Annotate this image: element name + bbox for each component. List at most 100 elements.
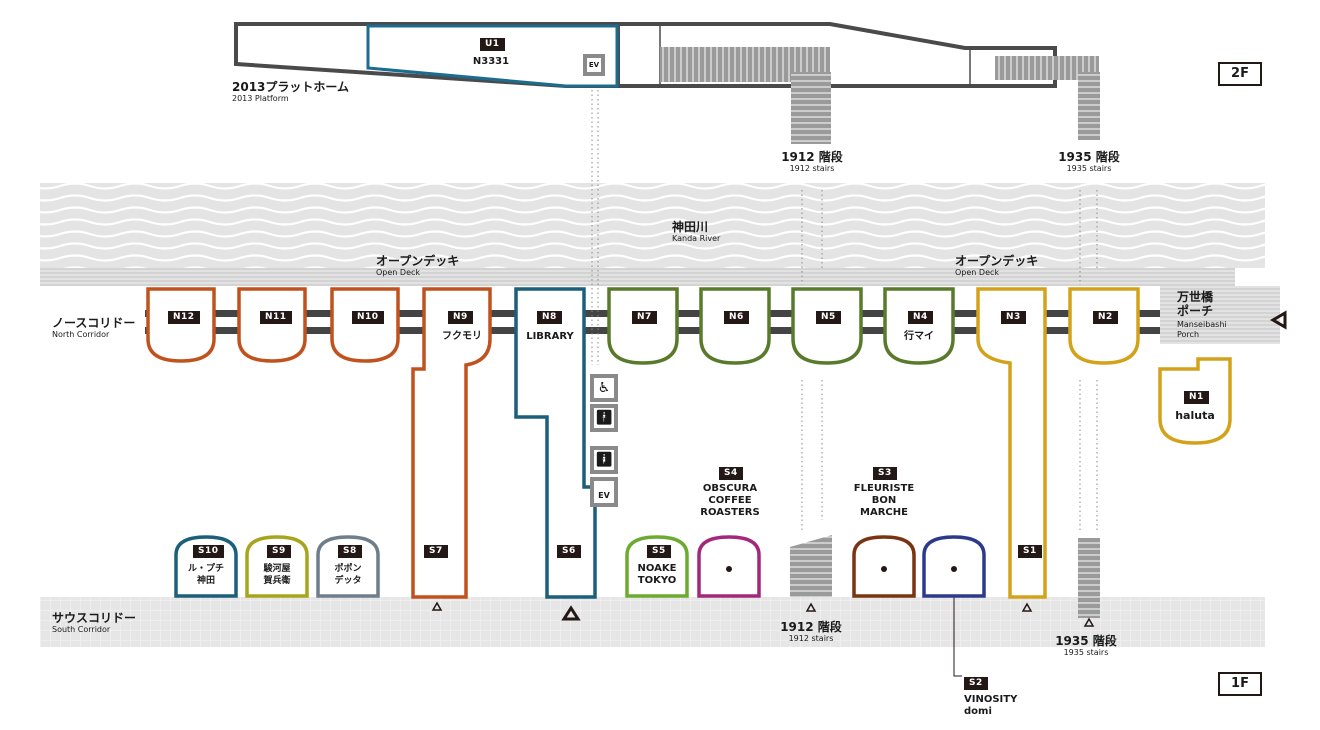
shop-s2-tag: S2 bbox=[964, 677, 988, 690]
shop-n11[interactable]: N11 bbox=[237, 287, 307, 363]
porch-jp-2: ポーチ bbox=[1177, 304, 1214, 318]
river-label: 神田川 Kanda River bbox=[672, 220, 720, 244]
open-deck-right-jp: オープンデッキ bbox=[955, 254, 1039, 268]
stairs-1935-lower-jp: 1935 階段 bbox=[1055, 634, 1117, 648]
shop-s4-label: S4 OBSCURA COFFEE ROASTERS bbox=[690, 460, 770, 519]
stairs-1912-upper-en: 1912 stairs bbox=[789, 164, 835, 173]
south-corridor-floor bbox=[40, 597, 1265, 647]
river-label-en: Kanda River bbox=[672, 234, 721, 243]
stairs-1935-lower-en: 1935 stairs bbox=[1063, 648, 1109, 657]
shop-s8-line1: ポポン bbox=[334, 564, 362, 574]
shop-n6-tag: N6 bbox=[724, 311, 749, 324]
shop-n10[interactable]: N10 bbox=[330, 287, 400, 363]
entrance-markers bbox=[431, 310, 1287, 627]
shop-n9-s7[interactable]: N9 フクモリ S7 bbox=[410, 287, 494, 600]
shop-s8-tag: S8 bbox=[338, 545, 362, 558]
shop-n9-name: フクモリ bbox=[442, 331, 482, 342]
platform-2013 bbox=[234, 22, 1057, 88]
shop-n4-tag: N4 bbox=[908, 311, 933, 324]
stairs-1912-lower-jp: 1912 階段 bbox=[780, 620, 842, 634]
s2-leader-line bbox=[953, 570, 962, 677]
womens-toilet-icon: 🚺︎ bbox=[590, 446, 618, 474]
stairs-1935-lower-shaft bbox=[1078, 538, 1100, 618]
porch-jp-1: 万世橋 bbox=[1177, 290, 1214, 304]
shop-n4-name: 行マイ bbox=[904, 331, 934, 342]
porch-en-2: Porch bbox=[1177, 330, 1200, 339]
shop-n10-tag: N10 bbox=[352, 311, 384, 324]
floor-1f-badge: 1F bbox=[1218, 672, 1262, 696]
shop-n7-tag: N7 bbox=[632, 311, 657, 324]
shop-s9-tag: S9 bbox=[267, 545, 291, 558]
shop-n1[interactable]: N1 haluta bbox=[1158, 357, 1232, 445]
shop-n12-tag: N12 bbox=[168, 311, 200, 324]
north-corridor-jp: ノースコリドー bbox=[52, 316, 136, 330]
south-corridor-jp: サウスコリドー bbox=[52, 611, 137, 625]
platform-stairs-b-down bbox=[1078, 72, 1100, 140]
shop-n11-tag: N11 bbox=[260, 311, 292, 324]
platform-label-jp: 2013プラットホーム bbox=[232, 80, 350, 94]
platform-label-en: 2013 Platform bbox=[232, 94, 289, 103]
shop-u1[interactable]: U1 N3331 bbox=[366, 24, 620, 88]
shop-s4-line1: OBSCURA bbox=[702, 483, 758, 494]
shop-s3-line3: MARCHE bbox=[860, 507, 908, 518]
shop-n5-tag: N5 bbox=[816, 311, 841, 324]
shop-s10-tag: S10 bbox=[193, 545, 224, 558]
shop-n8-name: LIBRARY bbox=[526, 331, 574, 342]
shop-n2[interactable]: N2 bbox=[1068, 287, 1140, 365]
shop-s5-line1: NOAKE bbox=[637, 563, 677, 574]
shop-n1-tag: N1 bbox=[1184, 391, 1209, 404]
shop-u1-tag: U1 bbox=[480, 38, 505, 51]
stairs-1935-lower-label: 1935 階段 1935 stairs bbox=[1046, 634, 1126, 658]
shop-s3[interactable] bbox=[852, 535, 916, 598]
shop-n9-tag: N9 bbox=[448, 311, 473, 324]
shop-n3-s1[interactable]: N3 S1 bbox=[976, 287, 1048, 600]
open-deck-right-label: オープンデッキ Open Deck bbox=[955, 254, 1038, 278]
shop-n4[interactable]: N4 行マイ bbox=[883, 287, 955, 365]
shop-s10[interactable]: S10 ル・プチ 神田 bbox=[174, 535, 238, 598]
stairs-1912-lower-en: 1912 stairs bbox=[788, 634, 834, 643]
shop-n5[interactable]: N5 bbox=[791, 287, 863, 365]
shop-n8-s6[interactable]: N8 LIBRARY S6 bbox=[514, 287, 598, 600]
shop-n12[interactable]: N12 bbox=[146, 287, 216, 363]
shop-s3-line1: FLEURISTE bbox=[853, 483, 915, 494]
stairs-1935-upper-jp: 1935 階段 bbox=[1058, 150, 1120, 164]
river-label-jp: 神田川 bbox=[672, 220, 709, 234]
shop-s5-line2: TOKYO bbox=[637, 575, 677, 586]
floor-2f-badge: 2F bbox=[1218, 62, 1262, 86]
shop-s8[interactable]: S8 ポポン デッタ bbox=[316, 535, 380, 598]
elevator-icon-1f: EV bbox=[590, 477, 618, 507]
shop-s4[interactable] bbox=[697, 535, 761, 598]
shop-n6[interactable]: N6 bbox=[699, 287, 771, 365]
shop-s9[interactable]: S9 駿河屋 賀兵衛 bbox=[245, 535, 309, 598]
shop-s4-line2: COFFEE bbox=[708, 495, 752, 506]
stairs-1912-lower-label: 1912 階段 1912 stairs bbox=[771, 620, 851, 644]
mens-toilet-icon: 🚹︎ bbox=[590, 404, 618, 432]
shop-s7-tag: S7 bbox=[424, 545, 448, 558]
stairs-1912-lower-steps bbox=[790, 535, 832, 597]
shop-s5[interactable]: S5 NOAKE TOKYO bbox=[625, 535, 689, 598]
shop-s10-line2: 神田 bbox=[196, 576, 215, 586]
shop-n7[interactable]: N7 bbox=[607, 287, 679, 365]
accessible-toilet-icon: ♿ bbox=[590, 374, 618, 402]
open-deck-left-label: オープンデッキ Open Deck bbox=[376, 254, 459, 278]
shop-s5-tag: S5 bbox=[647, 545, 671, 558]
shop-u1-name: N3331 bbox=[472, 56, 510, 67]
shop-s10-line1: ル・プチ bbox=[187, 564, 224, 574]
shop-s3-label: S3 FLEURISTE BON MARCHE bbox=[844, 460, 924, 519]
shop-n1-name: haluta bbox=[1175, 409, 1215, 422]
north-corridor-label: ノースコリドー North Corridor bbox=[52, 316, 135, 340]
stairs-1912-upper-label: 1912 階段 1912 stairs bbox=[772, 150, 852, 174]
stairs-1935-upper-label: 1935 階段 1935 stairs bbox=[1049, 150, 1129, 174]
shop-s2[interactable] bbox=[922, 535, 986, 598]
open-deck-right-en: Open Deck bbox=[955, 268, 1000, 277]
elevator-icon-2f: EV bbox=[583, 54, 605, 76]
shop-s2-label: S2 VINOSITY domi bbox=[964, 670, 1017, 718]
stairs-1935-upper-en: 1935 stairs bbox=[1066, 164, 1112, 173]
shop-s9-line1: 駿河屋 bbox=[263, 564, 291, 574]
kanda-river bbox=[40, 183, 1265, 268]
guide-lines bbox=[591, 90, 1098, 530]
shop-s2-line1: VINOSITY bbox=[964, 694, 1018, 705]
shop-s6-tag: S6 bbox=[557, 545, 581, 558]
shop-n3-tag: N3 bbox=[1001, 311, 1026, 324]
